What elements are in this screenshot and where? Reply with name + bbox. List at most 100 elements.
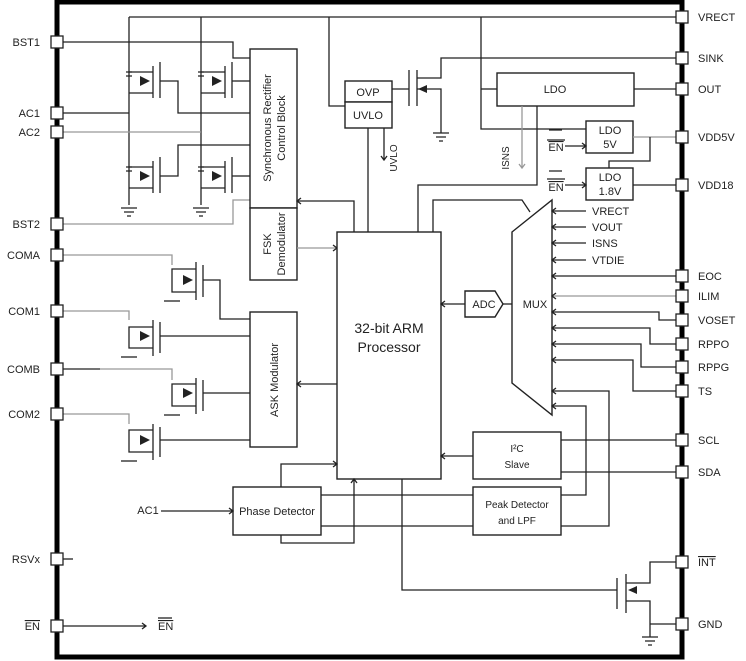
ldo5-label-2: 5V — [603, 139, 617, 151]
pin-label: INT — [698, 557, 716, 569]
ground-icon — [642, 636, 658, 646]
adc-block — [464, 290, 504, 318]
pin-rppg — [675, 360, 689, 374]
ovp-label: OVP — [356, 87, 379, 99]
pin-label: SINK — [698, 53, 724, 65]
i2c-slave-block — [472, 431, 562, 480]
pin-com1 — [50, 304, 64, 318]
phase-detector-block — [232, 486, 322, 536]
mux-input-label: VTDIE — [592, 255, 624, 267]
i2c-label-1: I²C — [510, 444, 523, 455]
ground-icon — [433, 132, 449, 142]
pin-label: COMA — [7, 250, 41, 262]
ldo5-label-1: LDO — [599, 125, 622, 137]
pin-label: VDD5V — [698, 132, 735, 144]
pin-label: VDD18 — [698, 180, 733, 192]
pin-label: GND — [698, 619, 723, 631]
sync-rect-label-2: Control Block — [276, 95, 288, 161]
pin-comb — [50, 362, 64, 376]
pin-ac1 — [50, 106, 64, 120]
pin-label: VOSET — [698, 315, 736, 327]
fsk-demodulator-block — [249, 207, 298, 281]
ldo-1v8-block — [585, 167, 634, 201]
pin-label: BST2 — [12, 219, 40, 231]
pin-scl — [675, 433, 689, 447]
pin-rsvx — [50, 552, 64, 566]
chip-outline — [54, 0, 685, 660]
ldo18-en-label: EN — [548, 182, 563, 194]
adc-label: ADC — [472, 299, 495, 311]
pin-coma — [50, 248, 64, 262]
pin-bst2 — [50, 217, 64, 231]
fet-icon — [126, 157, 162, 193]
peak-detector-block — [472, 486, 562, 536]
pin-label: TS — [698, 386, 712, 398]
pin-label: COM1 — [8, 306, 40, 318]
cpu-label-2: Processor — [357, 339, 420, 355]
sink-fet-icon — [392, 57, 682, 133]
pin-en — [50, 619, 64, 633]
pin-bst1 — [50, 35, 64, 49]
ac1-input-label: AC1 — [137, 505, 158, 517]
ask-label: ASK Modulator — [269, 343, 281, 417]
cpu-label-1: 32-bit ARM — [354, 320, 423, 336]
pin-label: VRECT — [698, 12, 736, 24]
fsk-label-2: Demodulator — [276, 212, 288, 275]
pin-label: COM2 — [8, 409, 40, 421]
int-fet-icon — [616, 561, 682, 637]
pin-label: EOC — [698, 271, 722, 283]
mux-inputs: VRECT VOUT ISNS VTDIE — [550, 206, 682, 487]
fsk-label-1: FSK — [262, 233, 274, 255]
pin-rppo — [675, 337, 689, 351]
pin-ts — [675, 384, 689, 398]
mux-input-label: VOUT — [592, 222, 623, 234]
pin-vdd18 — [675, 178, 689, 192]
pin-label: SDA — [698, 467, 721, 479]
pin-label: ILIM — [698, 291, 719, 303]
ldo5-en-label: EN — [548, 142, 563, 154]
pin-vdd5v — [675, 130, 689, 144]
pin-label: RPPG — [698, 362, 729, 374]
uvlo-label: UVLO — [353, 110, 383, 122]
ldo18-label-2: 1.8V — [599, 186, 622, 198]
pin-sink — [675, 51, 689, 65]
uvlo-block — [344, 101, 393, 129]
uvlo-signal-label: UVLO — [389, 144, 400, 171]
pin-label: AC2 — [19, 127, 40, 139]
pin-sda — [675, 465, 689, 479]
sync-rect-label-1: Synchronous Rectifier — [262, 74, 274, 182]
ask-modulator-block — [249, 311, 298, 448]
isns-signal-label: ISNS — [501, 146, 512, 170]
com-switches — [62, 254, 250, 462]
i2c-label-2: Slave — [504, 460, 529, 471]
peak-label-2: and LPF — [498, 516, 536, 527]
mux-input-label: ISNS — [592, 238, 618, 250]
mux-label: MUX — [523, 299, 548, 311]
en-output-label: EN — [158, 621, 173, 633]
fet-icon — [198, 157, 235, 193]
pin-label: SCL — [698, 435, 719, 447]
pin-ilim — [675, 289, 689, 303]
fet-icon — [198, 62, 235, 98]
sync-rectifier-control-block — [249, 48, 298, 209]
pin-label: OUT — [698, 84, 722, 96]
pin-label: COMB — [7, 364, 40, 376]
pin-label: RSVx — [12, 554, 41, 566]
pin-int — [675, 555, 689, 569]
pin-out — [675, 82, 689, 96]
pin-vrect — [675, 10, 689, 24]
mux-input-label: VRECT — [592, 206, 630, 218]
pin-label: EN — [25, 621, 40, 633]
arm-processor-block — [336, 231, 442, 480]
right-pins: VRECTSINKOUTVDD5VVDD18EOCILIMVOSETRPPORP… — [675, 10, 736, 631]
fet-icon — [126, 62, 162, 98]
ldo-5v-block — [585, 120, 634, 154]
pin-com2 — [50, 407, 64, 421]
ground-icon — [121, 207, 137, 217]
pin-ac2 — [50, 125, 64, 139]
mux-block — [511, 198, 553, 417]
phase-label: Phase Detector — [239, 506, 315, 518]
ldo18-label-1: LDO — [599, 172, 622, 184]
